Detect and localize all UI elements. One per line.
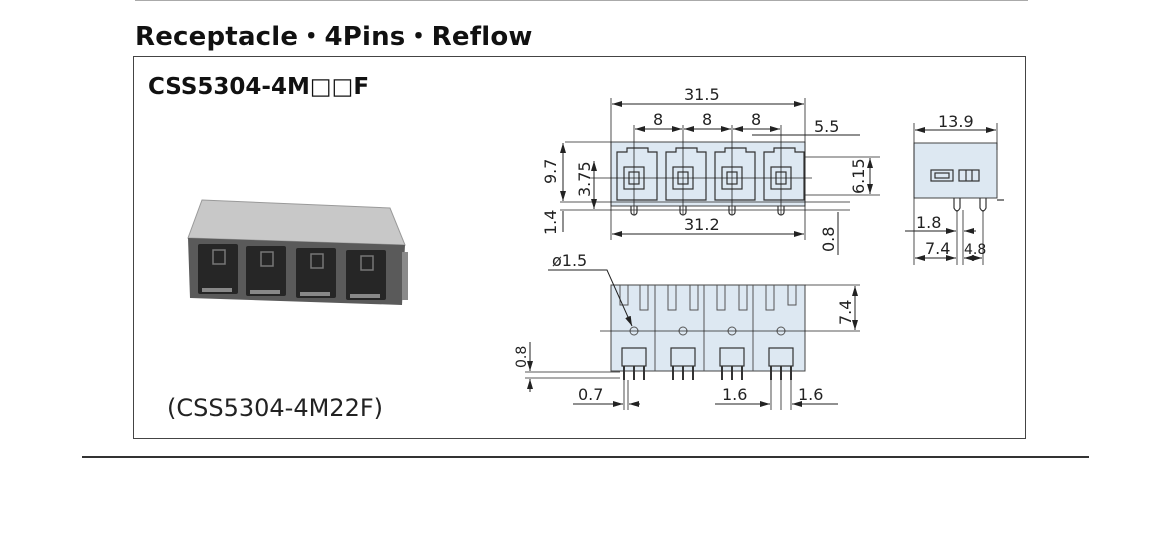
dim-hole-depth: 7.4: [836, 300, 855, 325]
dim-lead-width: 0.7: [578, 385, 603, 404]
dim-lead-height: 0.8: [514, 346, 530, 368]
product-frame: [133, 56, 1026, 439]
dim-pitch-2: 8: [702, 110, 712, 129]
dim-hole-diameter: ø1.5: [552, 251, 587, 270]
dim-lead-drop: 0.8: [819, 227, 838, 252]
dim-base-width: 31.2: [684, 215, 720, 234]
dim-lead-spacing: 4.8: [964, 242, 986, 258]
dim-center-height: 3.75: [575, 161, 594, 197]
product-photo: [187, 199, 408, 305]
dim-standoff: 1.4: [541, 210, 560, 235]
bottom-view: ø1.5 7.4 0.8 0.7 1.6 1.6: [514, 251, 860, 410]
dim-front-to-lead: 7.4: [925, 239, 950, 258]
dim-lead-pitch-2: 1.6: [798, 385, 823, 404]
dim-edge-offset: 5.5: [814, 117, 839, 136]
front-view: 31.5 8 8 8 5.5 31.2 9.7 3.75 1.4 6.15 0.…: [541, 85, 880, 255]
dim-height: 9.7: [541, 159, 560, 184]
example-caption: (CSS5304-4M22F): [167, 394, 384, 422]
dim-overall-width: 31.5: [684, 85, 720, 104]
side-view: 13.9 1.8 7.4 4.8: [905, 112, 1004, 265]
top-rule: [135, 0, 1028, 1]
dim-pitch-1: 8: [653, 110, 663, 129]
bottom-rule: [82, 456, 1089, 458]
dim-pitch-3: 8: [751, 110, 761, 129]
dim-lead-offset: 1.8: [916, 213, 941, 232]
dim-right-height: 6.15: [849, 158, 868, 194]
section-title: Receptacle・4Pins・Reflow: [135, 22, 533, 52]
dim-depth: 13.9: [938, 112, 974, 131]
part-number: CSS5304-4M□□F: [148, 74, 370, 100]
dim-lead-pitch-1: 1.6: [722, 385, 747, 404]
